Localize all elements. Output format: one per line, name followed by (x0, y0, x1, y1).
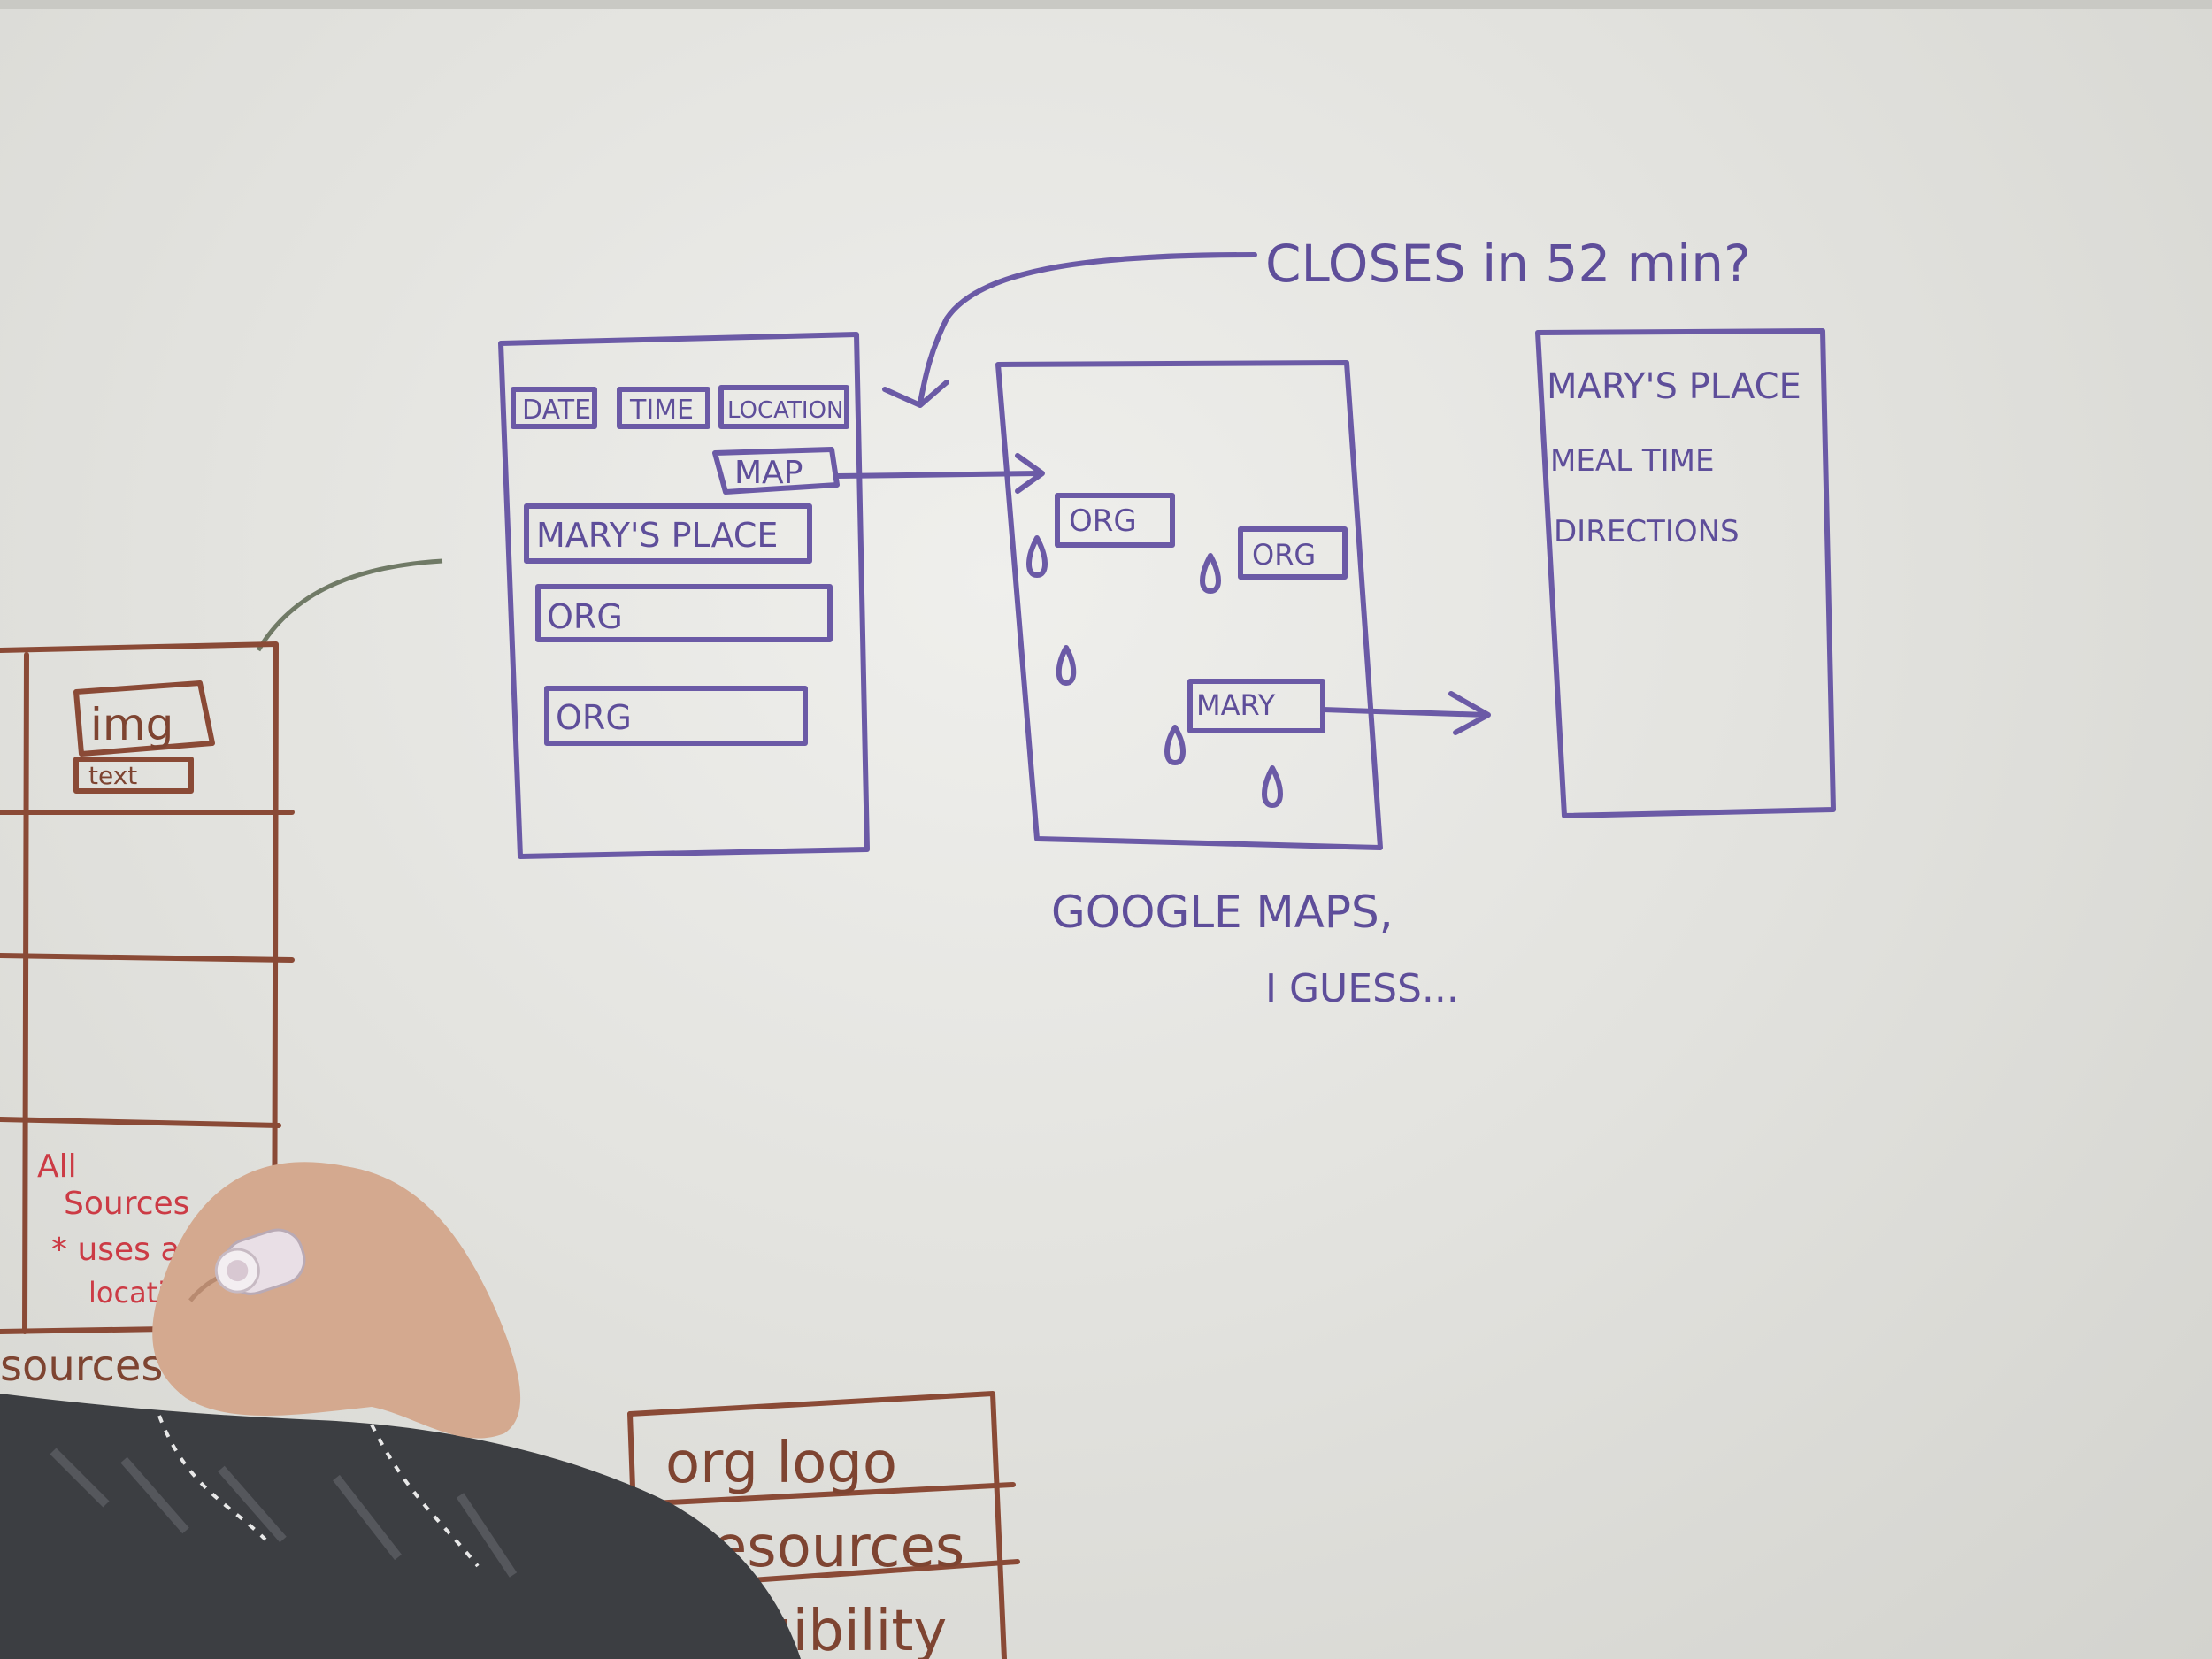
filter-date-box (511, 387, 597, 429)
hand (152, 1162, 521, 1439)
filter-location-box (718, 385, 849, 429)
left-sketch-divider (22, 652, 29, 1334)
marker-pen-icon (214, 1228, 306, 1295)
detail-arrow-line (1320, 707, 1489, 718)
map-screen-frame (995, 360, 1383, 850)
sleeve-stitching (157, 1415, 480, 1568)
filter-date-label: DATE (522, 395, 591, 426)
map-pin-icon (1056, 645, 1077, 686)
detail-line-directions: DIRECTIONS (1554, 514, 1740, 549)
filter-time-label: TIME (629, 395, 694, 426)
list-row-org-2-label: ORG (556, 698, 632, 737)
map-pin-org-1-label: ORG (1069, 503, 1137, 539)
left-sketch-row-line (0, 1117, 281, 1128)
org-card-logo-label: org logo (665, 1431, 897, 1496)
left-sketch-row-line (0, 953, 295, 963)
text-placeholder-box (73, 757, 194, 794)
closes-note: CLOSES in 52 min? (1265, 234, 1751, 294)
sleeve (0, 1394, 801, 1659)
map-pin-org-2-label: ORG (1252, 538, 1316, 572)
map-pin-mary-label: MARY (1196, 688, 1276, 722)
detail-screen-frame (1535, 328, 1836, 818)
map-pin-icon (1164, 725, 1186, 765)
list-row-marys-place-label: MARY'S PLACE (536, 516, 778, 555)
list-row-org-1 (535, 584, 833, 642)
map-pin-org-1-box (1055, 493, 1175, 548)
detail-line-meal-time: MEAL TIME (1550, 443, 1714, 479)
map-arrow-head (1015, 453, 1045, 494)
list-row-org-2 (544, 686, 808, 746)
map-pin-icon (1262, 765, 1283, 808)
list-row-marys-place (524, 503, 812, 564)
red-note-line1: All (37, 1148, 77, 1185)
connector-curve (256, 558, 443, 652)
org-card-frame (627, 1391, 1007, 1659)
map-pin-mary-box (1187, 679, 1325, 733)
red-note-line2: Sources (64, 1186, 189, 1222)
closes-arrow-line (918, 252, 1257, 405)
img-label: img (90, 699, 173, 750)
filter-location-label: LOCATION (727, 397, 843, 424)
map-caption-line2: I GUESS... (1265, 966, 1459, 1011)
detail-arrow-head (1448, 691, 1491, 735)
whiteboard-frame-edge (0, 0, 2212, 9)
map-pin-icon (1026, 535, 1048, 578)
list-row-org-1-label: ORG (547, 597, 623, 636)
sleeve-pattern (50, 1448, 518, 1578)
left-sketch-frame (0, 641, 279, 1334)
org-card-row-line (633, 1482, 1016, 1507)
map-button-box (712, 447, 840, 495)
map-caption-line1: GOOGLE MAPS, (1051, 887, 1394, 938)
filter-time-box (617, 387, 710, 429)
map-button-label: MAP (734, 455, 803, 491)
list-screen-frame (498, 332, 870, 859)
text-label: text (88, 761, 137, 790)
img-placeholder-box (73, 680, 215, 757)
detail-line-title: MARY'S PLACE (1547, 366, 1801, 407)
map-pin-org-2-box (1238, 526, 1348, 580)
map-pin-icon (1200, 553, 1221, 594)
closes-arrow-head (882, 380, 949, 408)
